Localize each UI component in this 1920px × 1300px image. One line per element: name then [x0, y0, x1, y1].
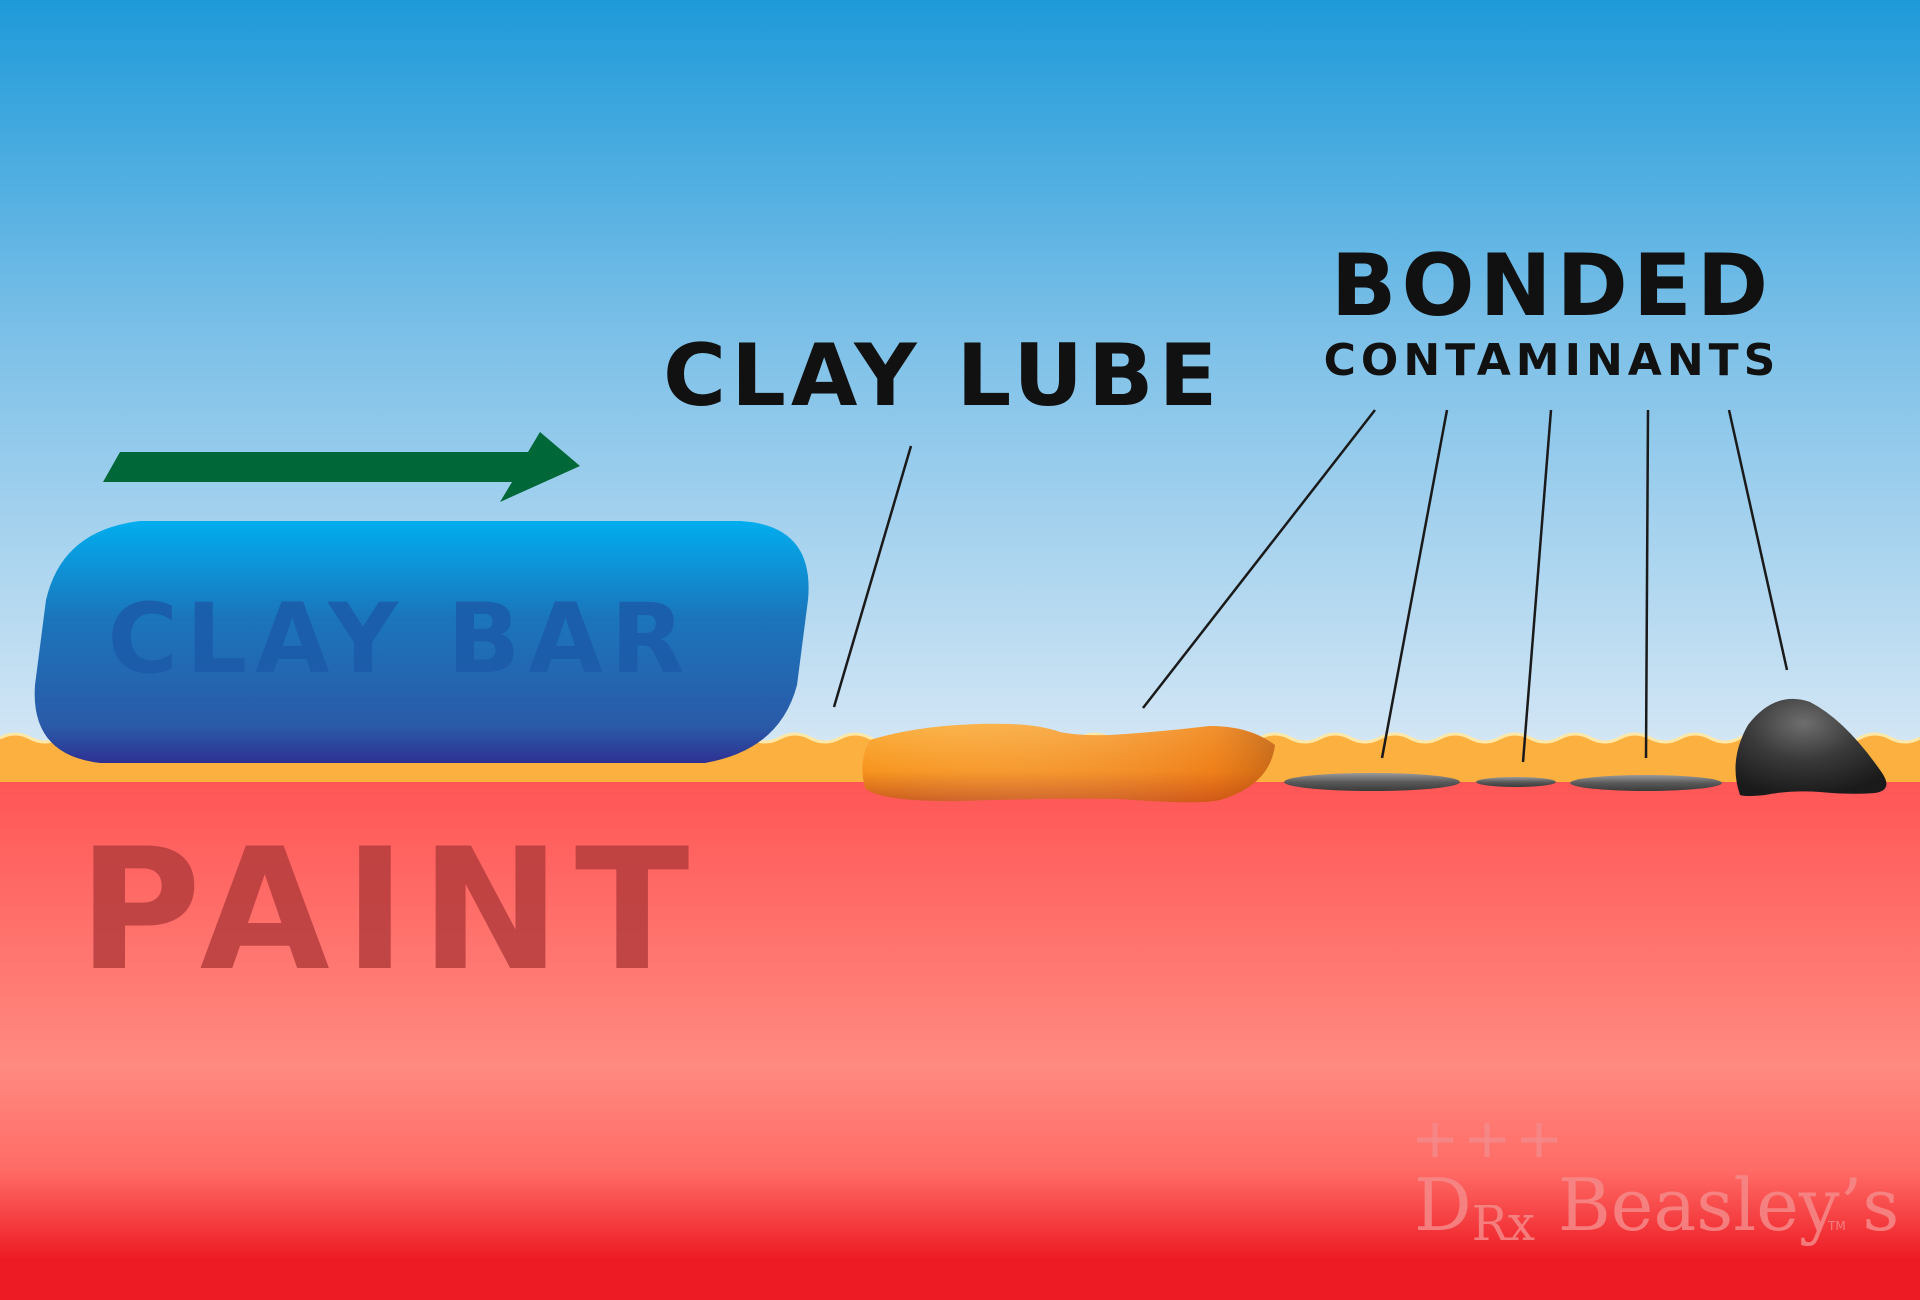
contaminant-flat-3	[1570, 775, 1722, 791]
contaminants-label: CONTAMINANTS	[1324, 335, 1781, 386]
right-arrow-icon	[103, 432, 580, 502]
clay-lube-label: CLAY LUBE	[663, 326, 1222, 426]
leader-clay-lube	[832, 445, 913, 708]
leader-contaminant-5	[1727, 409, 1789, 671]
logo-trademark: TM	[1827, 1219, 1846, 1233]
clay-bar-shape	[34, 521, 809, 763]
contaminant-flat-1	[1284, 773, 1460, 791]
bonded-label: BONDED	[1331, 236, 1773, 336]
clay-bar-label: CLAY BAR	[107, 583, 692, 695]
paint-layer	[0, 782, 1920, 1300]
contaminant-flat-2	[1476, 777, 1556, 787]
leader-contaminant-3	[1521, 409, 1553, 763]
plus-cross-icon	[1417, 1123, 1557, 1157]
contaminant-rock	[1735, 698, 1887, 796]
paint-label: PAINT	[78, 812, 703, 1008]
leader-lines	[832, 409, 1789, 763]
leader-contaminant-4	[1644, 409, 1650, 759]
leader-contaminant-2	[1380, 409, 1449, 759]
clay-lube-blob	[862, 723, 1275, 803]
leader-contaminant-1	[1142, 409, 1376, 709]
